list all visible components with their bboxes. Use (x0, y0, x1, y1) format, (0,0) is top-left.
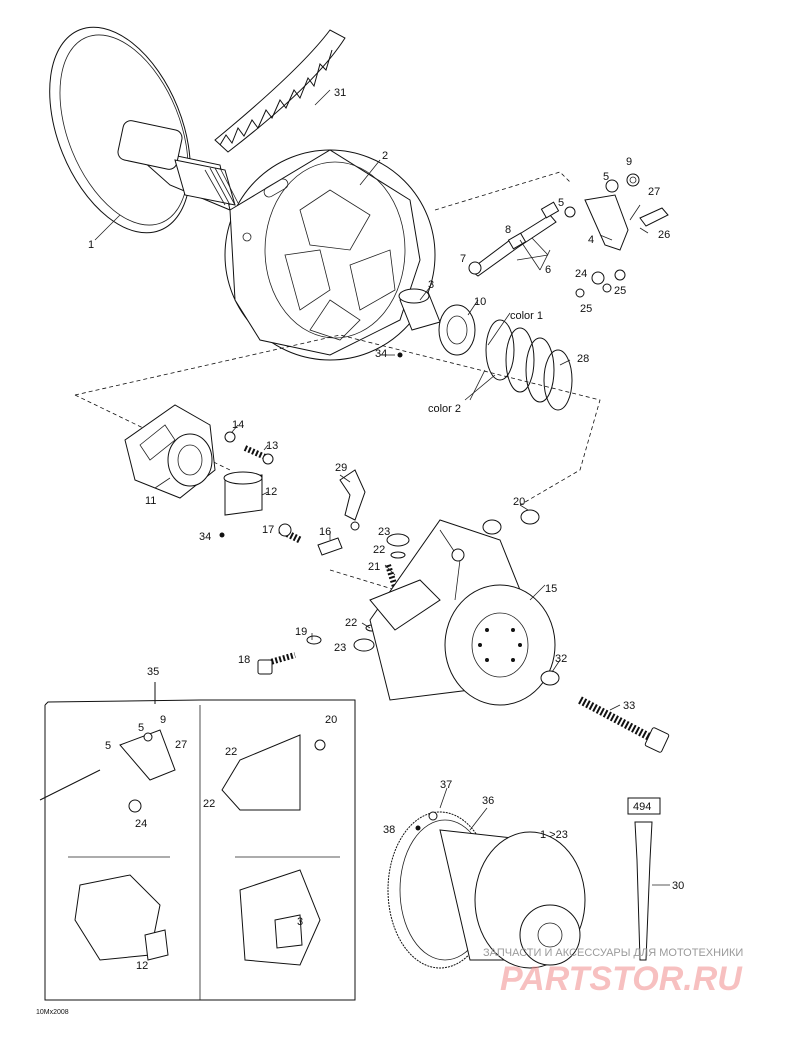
inset-label-20: 20 (325, 714, 337, 726)
spider-housing (257, 509, 670, 753)
inset-label-9: 9 (160, 714, 166, 726)
label-34-upper: 34 (375, 348, 387, 360)
arm-assembly (434, 171, 669, 298)
label-2: 2 (382, 150, 388, 162)
watermark-brand: PARTSTOR.RU (500, 960, 743, 998)
label-7: 7 (460, 253, 466, 265)
label-5-mid: 5 (558, 197, 564, 209)
label-35: 35 (147, 666, 159, 678)
label-25-right: 25 (614, 285, 626, 297)
inset-box (39, 682, 356, 1001)
label-23-lower: 23 (334, 642, 346, 654)
label-18: 18 (238, 654, 250, 666)
inset-label-5-left: 5 (105, 740, 111, 752)
inset-label-22-upper: 22 (225, 746, 237, 758)
label-31: 31 (334, 87, 346, 99)
cam-assembly (124, 404, 274, 538)
label-16: 16 (319, 526, 331, 538)
inset-part-labels: 5 5 9 27 24 20 22 22 12 3 (105, 714, 337, 972)
label-24: 24 (575, 268, 587, 280)
label-28: 28 (577, 353, 589, 365)
label-17: 17 (262, 524, 274, 536)
fixed-sheave (49, 26, 239, 234)
inset-label-3: 3 (297, 916, 303, 928)
bushing-seal-spring (397, 288, 573, 411)
label-14: 14 (232, 419, 244, 431)
movable-sheave (224, 149, 436, 361)
label-13: 13 (266, 440, 278, 452)
inset-label-22-lower: 22 (203, 798, 215, 810)
label-37: 37 (440, 779, 452, 791)
inset-label-27: 27 (175, 739, 187, 751)
label-4: 4 (588, 234, 594, 246)
label-6: 6 (545, 264, 551, 276)
label-8: 8 (505, 224, 511, 236)
label-36: 36 (482, 795, 494, 807)
label-23-upper: 23 (378, 526, 390, 538)
label-33: 33 (623, 700, 635, 712)
leader-lines (94, 89, 649, 831)
label-38: 38 (383, 824, 395, 836)
label-26: 26 (658, 229, 670, 241)
assembly-guide-line (74, 334, 601, 506)
label-11: 11 (145, 495, 156, 507)
label-32: 32 (555, 653, 567, 665)
label-21: 21 (368, 561, 380, 573)
label-9: 9 (626, 156, 632, 168)
label-30: 30 (672, 880, 684, 892)
watermark-tagline: ЗАПЧАСТИ И АКСЕССУАРЫ ДЛЯ МОТОТЕХНИКИ (483, 947, 743, 959)
color-1-label: color 1 (510, 310, 543, 322)
document-code: 10Mx2008 (36, 1009, 69, 1016)
inset-label-12: 12 (136, 960, 148, 972)
label-29: 29 (335, 462, 347, 474)
label-25-lower: 25 (580, 303, 592, 315)
label-22-lower: 22 (345, 617, 357, 629)
label-19: 19 (295, 626, 307, 638)
label-34-lower: 34 (199, 531, 211, 543)
drive-belt (214, 29, 346, 153)
inset-label-5-top: 5 (138, 722, 144, 734)
part-labels: 1 2 3 4 5 5 6 7 8 9 10 11 12 13 14 15 16… (88, 87, 684, 892)
label-1: 1 (88, 239, 94, 251)
tool-number-box: 494 (633, 801, 651, 813)
label-10: 10 (474, 296, 486, 308)
complete-clutch (387, 811, 586, 969)
label-3: 3 (428, 279, 434, 291)
label-22-upper: 22 (373, 544, 385, 556)
inset-label-24: 24 (135, 818, 147, 830)
color-2-label: color 2 (428, 403, 461, 415)
label-12: 12 (265, 486, 277, 498)
label-27: 27 (648, 186, 660, 198)
label-15: 15 (545, 583, 557, 595)
label-20: 20 (513, 496, 525, 508)
label-5-top: 5 (603, 171, 609, 183)
tool-30 (627, 797, 670, 961)
label-1-to-23: 1 >23 (540, 829, 568, 841)
